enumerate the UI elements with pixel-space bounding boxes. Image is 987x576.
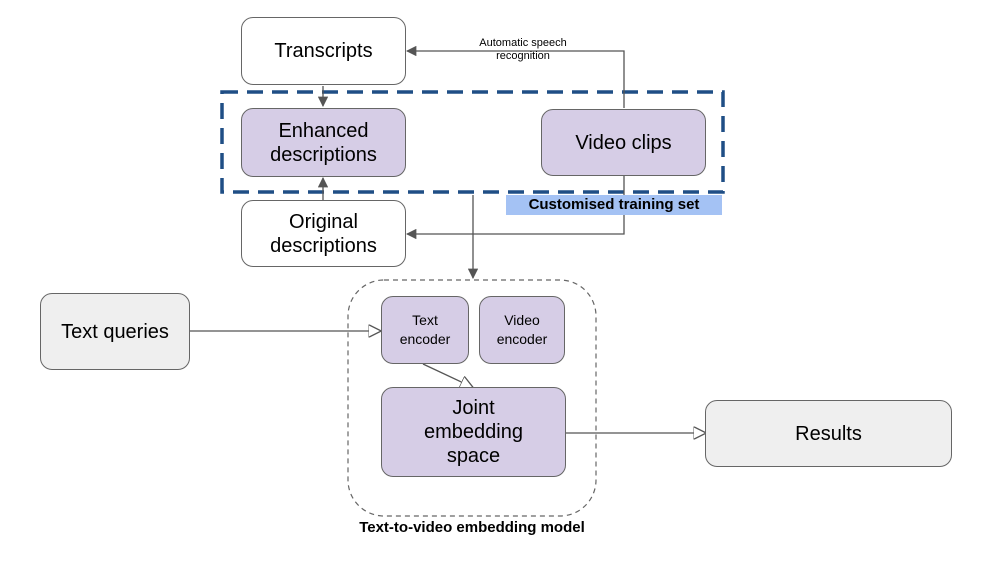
original-descriptions-node: Original descriptions (241, 200, 406, 267)
model-label: Text-to-video embedding model (359, 519, 585, 536)
joint-embedding-space-node: Joint embedding space (381, 387, 566, 477)
text-encoder-label: Text encoder (399, 312, 451, 347)
edge-text-encoder-to-joint (422, 363, 472, 387)
transcripts-node: Transcripts (241, 17, 406, 85)
results-node: Results (705, 400, 952, 467)
asr-edge-label: Automatic speech recognition (479, 37, 567, 63)
enhanced-descriptions-node: Enhanced descriptions (241, 108, 406, 177)
original-descriptions-label: Original descriptions (270, 210, 377, 257)
video-encoder-label: Video encoder (496, 312, 548, 347)
edge-video-to-transcripts (405, 45, 625, 108)
text-queries-node: Text queries (40, 293, 190, 370)
text-queries-label: Text queries (61, 320, 169, 343)
video-clips-node: Video clips (541, 109, 706, 176)
training-set-label: Customised training set (506, 195, 722, 215)
text-encoder-node: Text encoder (381, 296, 469, 364)
enhanced-descriptions-label: Enhanced descriptions (270, 119, 377, 166)
model-group-border (347, 279, 597, 517)
transcripts-label: Transcripts (274, 40, 373, 62)
joint-embedding-space-label: Joint embedding space (424, 397, 523, 467)
video-clips-label: Video clips (575, 131, 672, 154)
results-label: Results (795, 422, 862, 445)
training-set-group-border (220, 90, 725, 194)
video-encoder-node: Video encoder (479, 296, 565, 364)
